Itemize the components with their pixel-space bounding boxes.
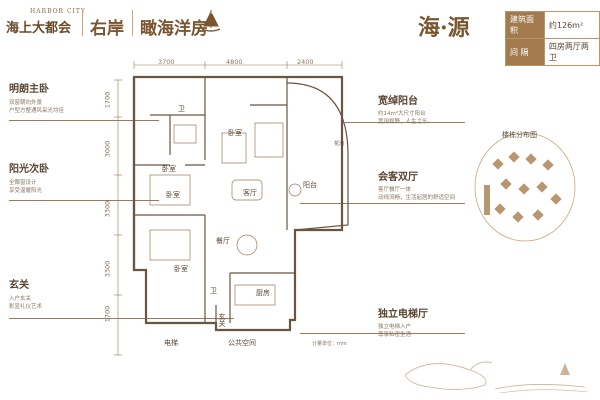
feature-desc: 双窗朝向外景 户型方整通风采光均佳 bbox=[9, 100, 65, 114]
dim-left-3: 3300 bbox=[103, 200, 112, 218]
map-title: 楼栋分布图 bbox=[502, 131, 537, 139]
feature-desc: 客厅餐厅一体 动线流畅，生活起居的舒适空间 bbox=[378, 187, 456, 201]
room-master-bedroom: 卧室 bbox=[228, 128, 242, 137]
feature-title: 独立电梯厅 bbox=[378, 309, 428, 320]
feature-balcony: 宽绰阳台 约14m²大尺寸阳台 宽阔视野，人生之乐。 bbox=[378, 92, 458, 126]
furniture bbox=[149, 122, 302, 306]
feature-master-bedroom: 明朗主卧 双窗朝向外景 户型方整通风采光均佳 bbox=[9, 80, 79, 115]
dim-left-2: 3000 bbox=[103, 140, 112, 158]
spec-row: 间 隔 四房两厅两卫 bbox=[505, 38, 600, 66]
room-toilet-bottom: 卫 bbox=[210, 287, 217, 295]
room-balcony: 阳台 bbox=[303, 180, 317, 189]
spec-table: 建筑面积 约126m² 间 隔 四房两厅两卫 bbox=[505, 11, 600, 66]
room-public-space: 公共空间 bbox=[228, 338, 256, 347]
leader-line bbox=[9, 120, 159, 121]
leader-line bbox=[345, 122, 465, 123]
feature-title: 阳光次卧 bbox=[9, 164, 49, 175]
whale-illustration bbox=[404, 361, 589, 394]
feature-living: 会客双厅 客厅餐厅一体 动线流畅，生活起居的舒适空间 bbox=[378, 168, 468, 202]
feature-title: 玄关 bbox=[9, 280, 29, 291]
sailboat-logo-icon bbox=[201, 10, 221, 32]
room-dining: 餐厅 bbox=[216, 236, 230, 245]
room-toilet-top: 卫 bbox=[178, 105, 185, 113]
room-bedroom-left: 卧室 bbox=[166, 190, 180, 199]
feature-second-bedroom: 阳光次卧 全飘窗设计 享受温暖阳光 bbox=[9, 160, 79, 195]
unit-note: 计量单位：mm bbox=[312, 341, 347, 347]
room-bedroom-top-left: 卧室 bbox=[162, 164, 176, 173]
room-living: 客厅 bbox=[243, 188, 257, 197]
divider bbox=[132, 10, 133, 36]
room-flower-bed: 花池 bbox=[334, 140, 344, 147]
building-map-graphic bbox=[474, 132, 576, 242]
walls bbox=[132, 75, 344, 332]
dim-left-5: 1700 bbox=[103, 305, 112, 323]
room-kitchen: 厨房 bbox=[256, 288, 270, 297]
brand-name: 海上大都会 bbox=[6, 21, 72, 36]
feature-elevator-hall: 独立电梯厅 独立电梯入户 尊享私密生活 bbox=[378, 305, 458, 339]
leader-line bbox=[9, 318, 234, 319]
divider bbox=[82, 10, 83, 36]
feature-title: 会客双厅 bbox=[378, 172, 418, 183]
inner-walls bbox=[134, 77, 295, 330]
feature-foyer: 玄关 入户玄关 彰显礼仪艺术 bbox=[9, 276, 79, 311]
leader-line bbox=[300, 203, 465, 204]
left-dimensions bbox=[114, 79, 122, 356]
spec-key: 建筑面积 bbox=[505, 11, 545, 39]
brand-english: HARBOR CITY bbox=[30, 8, 86, 15]
room-elevator: 电梯 bbox=[164, 338, 178, 347]
feature-title: 明朗主卧 bbox=[9, 84, 49, 95]
building-blocks bbox=[484, 151, 562, 223]
building-map: 楼栋分布图 bbox=[472, 125, 578, 243]
balcony-outline bbox=[286, 82, 349, 231]
room-entry: 玄关 bbox=[218, 312, 226, 328]
spec-value: 四房两厅两卫 bbox=[543, 38, 600, 66]
leader-line bbox=[300, 333, 465, 334]
page-title: 瞰海洋房 bbox=[140, 19, 208, 39]
feature-desc: 约14m²大尺寸阳台 宽阔视野，人生之乐。 bbox=[378, 111, 434, 125]
dim-top-3: 2400 bbox=[297, 58, 314, 66]
feature-desc: 独立电梯入户 尊享私密生活 bbox=[378, 324, 412, 338]
side-label: 右岸 bbox=[90, 19, 124, 39]
spec-row: 建筑面积 约126m² bbox=[505, 11, 600, 39]
dim-left-1: 1700 bbox=[103, 91, 112, 109]
floor-plan: 卫 卧室 卧室 卧室 客厅 阳台 卧室 餐厅 卫 厨房 玄关 电梯 公共空间 花… bbox=[114, 61, 349, 356]
spec-value: 约126m² bbox=[543, 11, 600, 39]
feature-desc: 入户玄关 彰显礼仪艺术 bbox=[9, 296, 43, 310]
leader-line bbox=[9, 200, 159, 201]
spec-key: 间 隔 bbox=[505, 38, 545, 66]
plan-name: 海·源 bbox=[418, 15, 470, 41]
room-bedroom-bottom-left: 卧室 bbox=[174, 264, 188, 273]
dim-left-4: 3300 bbox=[103, 260, 112, 278]
dim-top-2: 4800 bbox=[226, 58, 243, 66]
header: HARBOR CITY 海上大都会 右岸 瞰海洋房 海·源 建筑面积 约126m… bbox=[0, 0, 600, 66]
dim-top-1: 3700 bbox=[158, 58, 175, 66]
feature-desc: 全飘窗设计 享受温暖阳光 bbox=[9, 180, 43, 194]
feature-title: 宽绰阳台 bbox=[378, 96, 418, 107]
top-dimensions bbox=[133, 61, 343, 69]
